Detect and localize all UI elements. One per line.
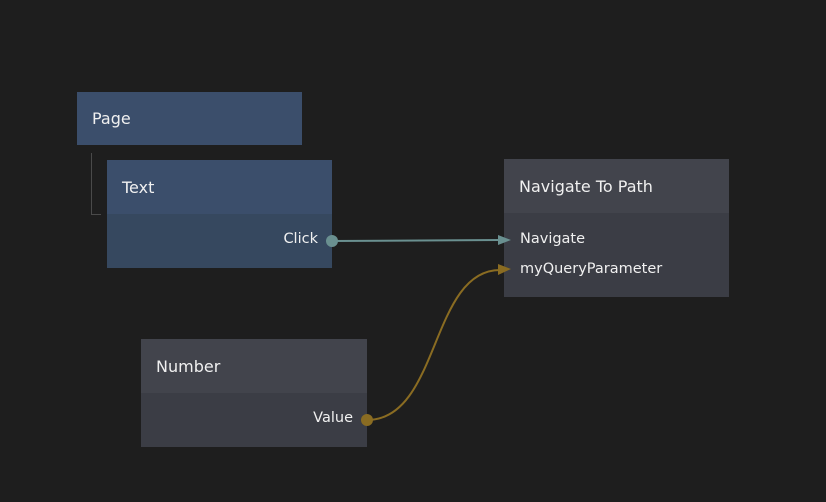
output-port-click[interactable]: Click [283, 231, 318, 247]
input-port-navigate[interactable]: Navigate [520, 231, 586, 247]
node-text[interactable]: Text Click [107, 160, 332, 268]
node-page[interactable]: Page [77, 92, 302, 145]
node-number[interactable]: Number Value [141, 339, 367, 447]
node-navigate-to-path[interactable]: Navigate To Path Navigate myQueryParamet… [504, 159, 729, 297]
node-title: Page [77, 92, 302, 145]
node-title: Text [107, 160, 332, 214]
arrow-head-icon [498, 264, 511, 275]
hierarchy-connector [91, 153, 101, 215]
input-port-myqueryparameter[interactable]: myQueryParameter [520, 261, 663, 277]
port-dot[interactable] [361, 414, 373, 426]
output-port-value[interactable]: Value [313, 410, 353, 426]
port-dot[interactable] [326, 235, 338, 247]
connection-value-myqueryparameter[interactable] [366, 269, 501, 421]
arrow-head-icon [498, 235, 511, 245]
node-title: Navigate To Path [504, 159, 729, 213]
connection-click-navigate[interactable] [331, 239, 501, 242]
node-title: Number [141, 339, 367, 393]
